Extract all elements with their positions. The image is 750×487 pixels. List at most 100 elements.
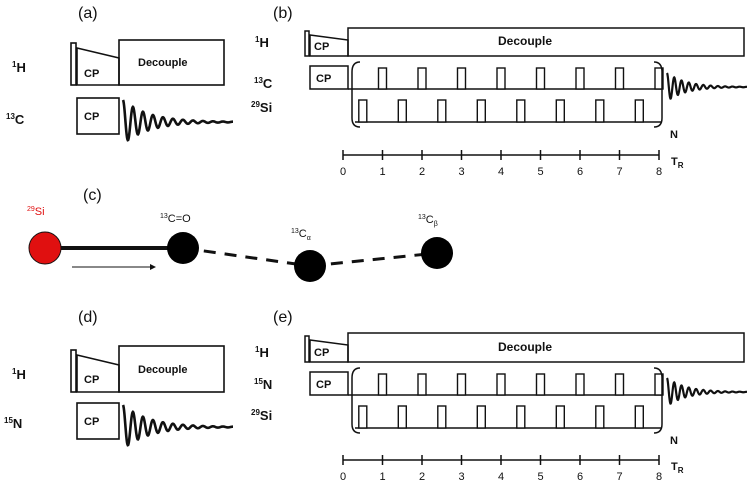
panel-e-si-pulses: [358, 405, 644, 429]
panel-d-fid: [121, 404, 233, 447]
panel-b-n-label: N: [670, 129, 678, 141]
panel-d-channel-1-label: 1H: [12, 367, 26, 382]
rotor-axis-tick-label: 5: [537, 471, 543, 483]
si-channel-pulse: [358, 99, 368, 123]
rotor-axis-tick-label: 5: [537, 166, 543, 178]
si-channel-pulse: [555, 99, 565, 123]
si-channel-pulse: [555, 405, 565, 429]
panel-e-tr-label: TR: [671, 461, 684, 475]
si-channel-pulse: [397, 405, 407, 429]
carbonyl-atom-label: 13C=O: [160, 213, 191, 225]
panel-a-fid: [121, 99, 233, 142]
x-channel-pulse: [575, 67, 585, 90]
panel-e-channel-3-label: 29Si: [251, 408, 272, 423]
rotor-axis-tick-label: 7: [616, 471, 622, 483]
carbonyl-atom: [167, 232, 199, 264]
si-channel-pulse: [476, 405, 486, 429]
si-channel-pulse: [595, 99, 605, 123]
x-channel-pulse: [417, 373, 427, 396]
rotor-axis-tick-label: 3: [458, 471, 464, 483]
panel-b-bracket-right: [653, 61, 663, 128]
panel-b-letter: (b): [273, 5, 293, 22]
panel-a-letter: (a): [78, 5, 98, 22]
panel-e-bracket-left: [351, 367, 361, 434]
rotor-axis-tick-label: 6: [577, 471, 583, 483]
panel-e-x-cp-label: CP: [316, 379, 331, 391]
panel-d-decouple-box: [118, 345, 225, 393]
rotor-axis-tick-label: 6: [577, 166, 583, 178]
panel-a-h-cp-label: CP: [84, 68, 99, 80]
panel-b-x-cp-label: CP: [316, 73, 331, 85]
rotor-axis-tick-label: 3: [458, 166, 464, 178]
x-channel-pulse: [614, 373, 625, 396]
si-channel-pulse: [437, 99, 447, 123]
panel-e-n-label: N: [670, 435, 678, 447]
si-channel-pulse: [516, 99, 526, 123]
panel-b-fid: [666, 72, 747, 100]
panel-a-decouple-box: [118, 39, 225, 86]
panel-d-letter: (d): [78, 309, 98, 326]
panel-b-si-pulses: [358, 99, 644, 123]
panel-e-x-cp-box: [309, 371, 349, 396]
panel-e-fid: [666, 377, 747, 405]
si-channel-pulse: [634, 99, 644, 123]
rotor-axis-tick-label: 8: [656, 166, 662, 178]
x-channel-pulse: [496, 67, 506, 90]
panel-b-h-pulse: [304, 30, 310, 57]
panel-b-bracket-left: [351, 61, 361, 128]
panel-e-bracket-right: [653, 367, 663, 434]
rotor-axis-tick-label: 4: [498, 471, 504, 483]
si-atom-label: 29Si: [27, 206, 45, 218]
x-channel-pulse: [377, 67, 388, 90]
rotor-axis-tick-label: 4: [498, 166, 504, 178]
panel-d-x-cp-box: [76, 402, 120, 440]
panel-e-decouple-box: [347, 332, 745, 363]
panel-e-h-cp-label: CP: [314, 347, 329, 359]
x-channel-pulse: [614, 67, 625, 90]
panel-c: (c) 29Si 13C=O 13Cα 13Cβ: [27, 187, 453, 282]
panel-d-h-cp-label: CP: [84, 374, 99, 386]
panel-a-decouple-label: Decouple: [138, 57, 188, 69]
c-beta-atom: [421, 237, 453, 269]
si-channel-pulse: [437, 405, 447, 429]
transfer-arrow-head: [150, 264, 156, 270]
panel-b-decouple-box: [347, 27, 745, 57]
panel-a-channel-2-label: 13C: [6, 112, 25, 127]
x-channel-pulse: [456, 373, 467, 396]
panel-e-channel-1-label: 1H: [255, 345, 269, 360]
si-channel-pulse: [516, 405, 526, 429]
x-channel-pulse: [377, 373, 388, 396]
panel-a: (a) 1H 13C CP Decouple CP: [6, 5, 233, 142]
panel-e-decouple-label: Decouple: [498, 340, 552, 354]
panel-e-x-pulses: [377, 373, 664, 396]
c-alpha-atom: [294, 250, 326, 282]
panel-b-decouple-label: Decouple: [498, 34, 552, 48]
panel-b-x-pulses: [377, 67, 664, 90]
si-channel-pulse: [476, 99, 486, 123]
panel-b-channel-3-label: 29Si: [251, 100, 272, 115]
panel-d-decouple-label: Decouple: [138, 364, 188, 376]
panel-d-h-pulse: [70, 349, 77, 393]
rotor-axis-tick-label: 2: [419, 166, 425, 178]
x-channel-pulse: [654, 67, 664, 90]
rotor-axis-tick-label: 2: [419, 471, 425, 483]
co-ca-dashed-link: [182, 246, 311, 268]
si-channel-pulse: [634, 405, 644, 429]
panel-e-letter: (e): [273, 309, 293, 326]
c-beta-atom-label: 13Cβ: [418, 214, 438, 228]
panel-b-channel-1-label: 1H: [255, 35, 269, 50]
si-atom: [28, 231, 62, 265]
panel-e-h-pulse: [304, 335, 310, 363]
c-alpha-atom-label: 13Cα: [291, 228, 311, 242]
panel-c-letter: (c): [83, 187, 102, 204]
panel-d: (d) 1H 15N CP Decouple CP: [4, 309, 233, 447]
rotor-axis-tick-label: 8: [656, 471, 662, 483]
x-channel-pulse: [575, 373, 585, 396]
panel-d-x-cp-label: CP: [84, 416, 99, 428]
rotor-axis-tick-label: 7: [616, 166, 622, 178]
